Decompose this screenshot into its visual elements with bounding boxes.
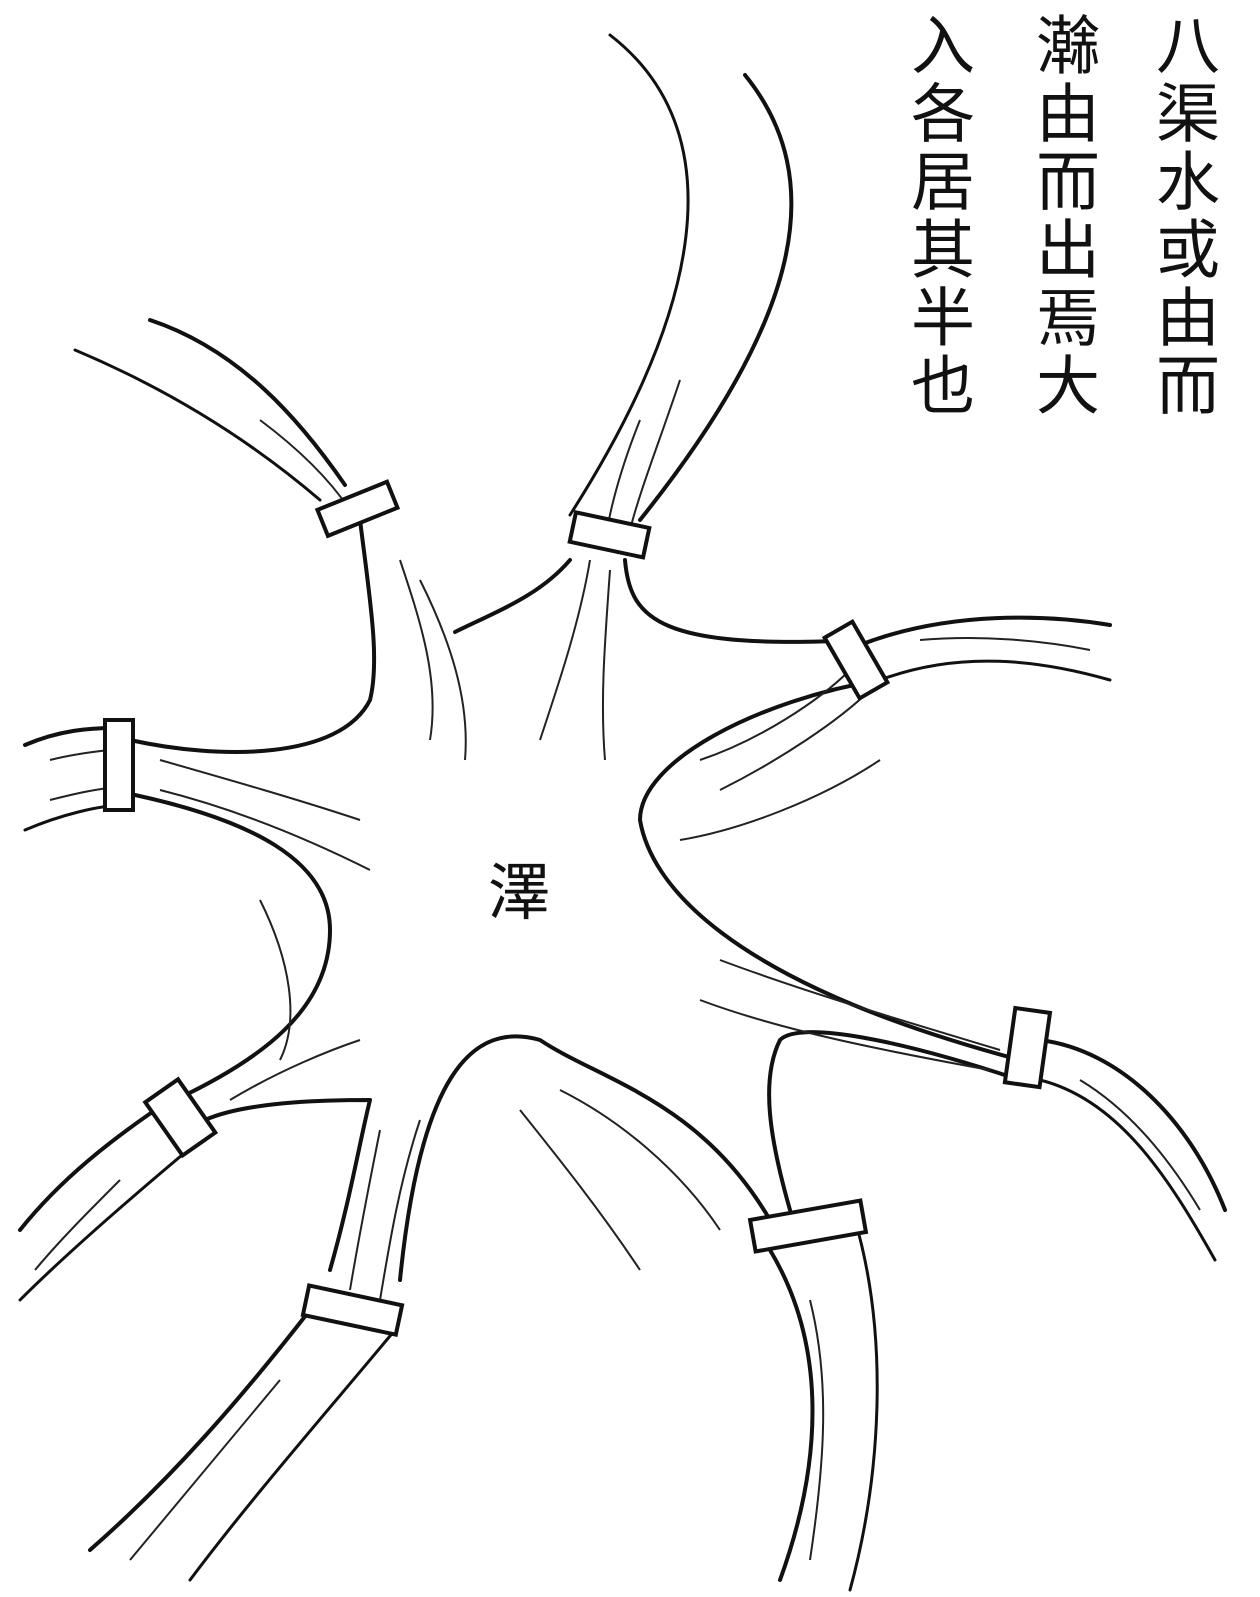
gate-right	[825, 622, 888, 699]
sluice-gates	[105, 482, 1050, 1335]
annotation-column-3: 入各居其半也	[905, 12, 969, 420]
center-marsh-label: 澤	[488, 842, 550, 932]
gate-lower-right	[1005, 1008, 1050, 1087]
gate-upper-left	[317, 482, 397, 536]
annotation-column-2: 𤃬由而出焉大	[1030, 12, 1094, 420]
gate-top	[570, 512, 650, 557]
gate-left	[105, 720, 133, 810]
flow-hatching	[35, 380, 1200, 1560]
gate-bottom-right	[750, 1201, 866, 1252]
gate-lower-left	[145, 1079, 215, 1155]
gate-bottom	[303, 1286, 402, 1335]
annotation-column-1: 八渠水或由而	[1150, 12, 1214, 420]
